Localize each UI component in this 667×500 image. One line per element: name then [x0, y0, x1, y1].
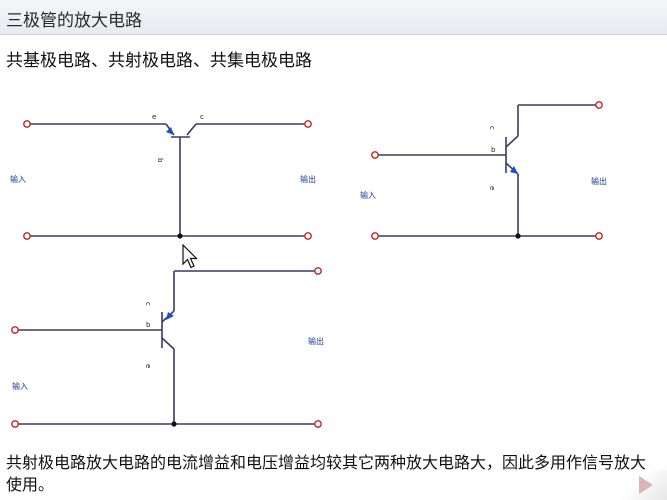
mouse-pointer-icon — [182, 244, 198, 269]
cc-input-terminal-top — [371, 151, 379, 159]
cc-pin-c: c — [488, 126, 496, 130]
ce-emitter-lead — [161, 337, 175, 350]
cc-output-terminal-bottom — [595, 232, 603, 240]
circuit-diagrams: e c b 输入 输出 c b e 输入 输出 — [10, 101, 607, 428]
ce-output-label: 输出 — [308, 336, 324, 346]
cc-output-label: 输出 — [591, 176, 607, 186]
cb-input-label: 输入 — [10, 174, 26, 184]
ce-input-terminal-bottom — [11, 420, 19, 428]
ce-emitter-arrow — [166, 312, 174, 320]
cb-collector-lead — [186, 123, 197, 136]
cc-input-terminal-bottom — [371, 232, 379, 240]
cb-output-terminal-top — [304, 120, 312, 128]
ce-output-terminal-top — [314, 267, 322, 275]
ce-input-terminal-top — [11, 326, 19, 334]
cb-output-terminal-bottom — [304, 232, 312, 240]
common-emitter-circuit: c b e 输入 输出 — [11, 267, 324, 428]
cc-junction-node — [515, 233, 521, 239]
cb-emitter-arrow — [166, 127, 174, 135]
cb-pin-e: e — [152, 113, 156, 121]
cb-output-label: 输出 — [300, 174, 316, 184]
cc-output-terminal-top — [595, 101, 603, 109]
cc-input-label: 输入 — [360, 190, 376, 200]
ce-pin-e: e — [144, 364, 152, 368]
cc-collector-lead — [505, 135, 519, 148]
cc-emitter-arrow — [510, 166, 518, 174]
common-collector-circuit: c b e 输入 输出 — [360, 101, 607, 240]
slide-title: 三极管的放大电路 — [6, 11, 142, 31]
common-base-circuit: e c b 输入 输出 — [10, 113, 316, 240]
cc-pin-b: b — [491, 146, 496, 154]
slide-footer-text: 共射极电路放大电路的电流增益和电压增益均较其它两种放大电路大，因此多用作信号放大… — [6, 453, 647, 494]
ce-output-terminal-bottom — [314, 420, 322, 428]
ce-input-label: 输入 — [12, 381, 28, 391]
next-slide-icon[interactable] — [615, 470, 667, 500]
slide-subtitle: 共基极电路、共射极电路、共集电极电路 — [6, 51, 312, 71]
ce-junction-node — [171, 421, 177, 427]
ce-pin-c: c — [144, 302, 152, 306]
cb-pin-b: b — [156, 158, 164, 163]
cb-input-terminal-bottom — [23, 232, 31, 240]
cc-pin-e: e — [488, 186, 496, 190]
slide-title-bar: 三极管的放大电路 — [0, 0, 667, 35]
cb-junction-node — [177, 233, 183, 239]
cb-pin-c: c — [200, 113, 204, 121]
cb-input-terminal-top — [23, 120, 31, 128]
ce-pin-b: b — [146, 321, 151, 329]
